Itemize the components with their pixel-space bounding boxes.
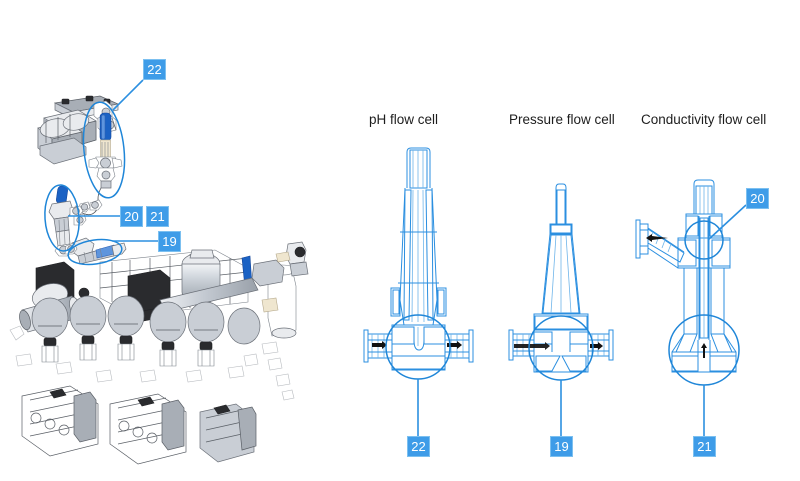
callout-22-assembly[interactable]: 22 [143, 59, 166, 80]
callout-22-ph-cell[interactable]: 22 [407, 436, 430, 457]
ph-probe-highlight [88, 112, 123, 189]
highlight-ellipse-20-21 [44, 184, 80, 252]
pressure-flow-cell-title: Pressure flow cell [509, 112, 615, 127]
connecting-tube [75, 187, 103, 215]
ph-flow-cell-drawing [363, 147, 474, 380]
highlight-ellipse-22 [82, 101, 126, 199]
conductivity-detail-circle-top [684, 220, 724, 260]
callout-21-assembly[interactable]: 21 [146, 206, 169, 227]
ph-flow-cell-title: pH flow cell [369, 112, 439, 127]
conductivity-flow-cell-title: Conductivity flow cell [641, 112, 767, 127]
callout-20-assembly[interactable]: 20 [120, 206, 143, 227]
leader-22-assembly [112, 79, 144, 111]
lower-assembly-group [9, 241, 309, 465]
callout-19-pressure-cell[interactable]: 19 [550, 436, 573, 457]
callout-19-assembly[interactable]: 19 [158, 231, 181, 252]
leader-20-conductivity [707, 204, 747, 241]
callout-21-conductivity-cell[interactable]: 21 [693, 436, 716, 457]
highlight-ellipse-19 [67, 238, 123, 266]
callout-20-conductivity-cell[interactable]: 20 [746, 188, 769, 209]
